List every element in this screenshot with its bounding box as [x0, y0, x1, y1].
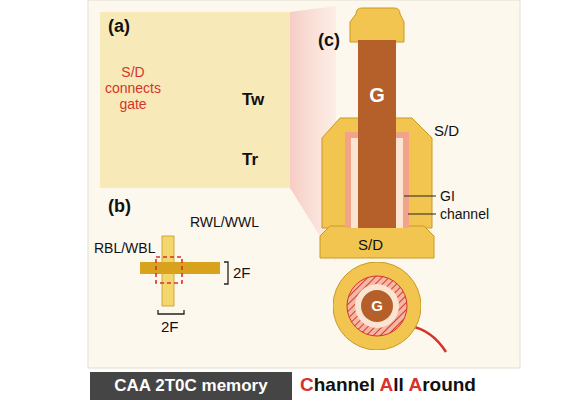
node-text: Tw [242, 90, 264, 110]
layer-name: S/D [358, 236, 383, 253]
layer-name: GI [440, 188, 455, 204]
node-text: G [371, 297, 383, 314]
node-text: Tr [242, 150, 258, 170]
node-text: G [369, 84, 385, 107]
layer-name: channel [440, 206, 489, 222]
panel-label: (b) [108, 196, 131, 217]
line-name: RBL/WBL [94, 240, 155, 256]
tagline: Channel All Around [300, 374, 476, 396]
gate-circle: G [333, 262, 421, 350]
layer-name: S/D [434, 122, 459, 139]
leader-arrow [410, 326, 446, 352]
panel-label: (c) [318, 30, 340, 51]
line-name: RWL/WWL [190, 214, 259, 230]
memory-badge: CAA 2T0C memory [90, 372, 292, 400]
ground-panel [88, 0, 520, 368]
dimension: 2F [161, 318, 179, 335]
gate-bar: G [358, 40, 396, 228]
node-text: CAA 2T0C memory [114, 376, 267, 396]
node-text: S/D connects gate [102, 64, 164, 112]
node-text: (a) [108, 16, 130, 37]
dimension: 2F [233, 264, 251, 281]
panel-a: (a) S/D connects gateTwTr [100, 12, 290, 188]
